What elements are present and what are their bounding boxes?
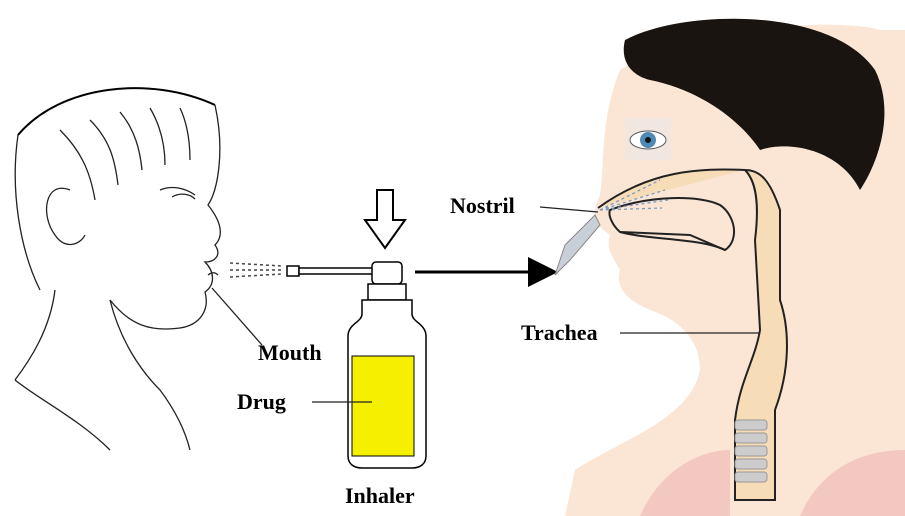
boy-profile-drawing	[14, 87, 221, 451]
trachea-label: Trachea	[521, 320, 598, 345]
head-cross-section	[554, 18, 905, 516]
eye-icon	[625, 118, 671, 160]
spray-mist	[229, 262, 283, 278]
drug-fill	[351, 355, 415, 457]
inhaler-label: Inhaler	[345, 483, 415, 508]
nostril-label: Nostril	[450, 193, 515, 218]
nostril-pointer-line	[539, 206, 599, 213]
drug-label: Drug	[237, 389, 286, 414]
down-arrow-icon	[363, 189, 407, 250]
mouth-pointer-line	[211, 287, 263, 346]
inhaler-device	[286, 261, 427, 469]
mouth-label: Mouth	[258, 340, 322, 365]
